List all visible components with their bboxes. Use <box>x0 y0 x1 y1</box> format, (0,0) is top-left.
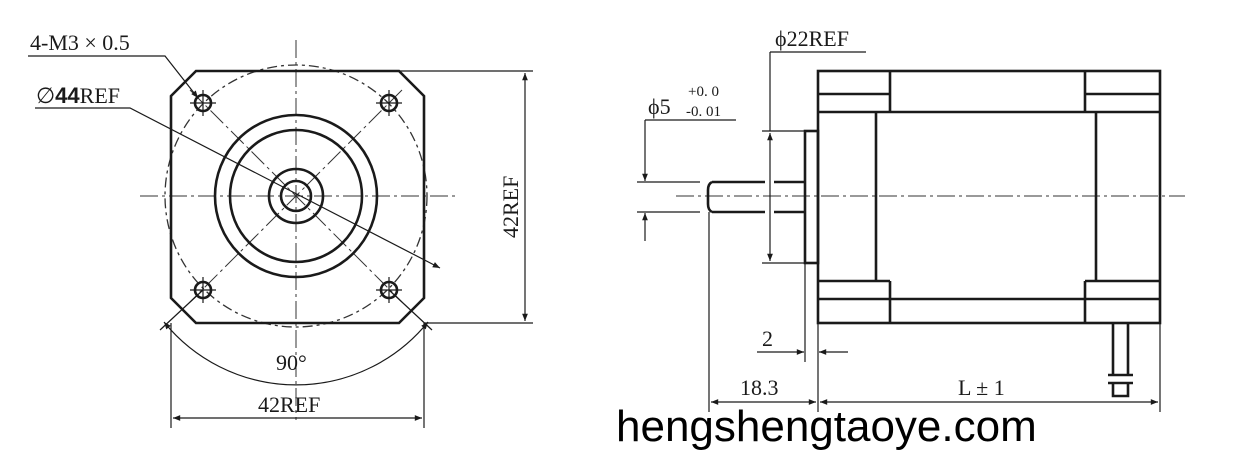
shaft-length-label: 18.3 <box>740 375 779 400</box>
bolt-circle-label: ∅44REF <box>36 83 120 108</box>
side-view: ϕ22REF ϕ5 +0. 0 -0. 01 2 18.3 L ± 1 <box>637 26 1185 412</box>
stator-lines <box>874 112 1098 281</box>
pilot-flange <box>803 129 820 265</box>
angle-arc <box>163 321 429 386</box>
width-label: 42REF <box>258 392 320 417</box>
watermark: hengshengtaoye.com <box>616 402 1037 451</box>
height-label: 42REF <box>498 176 523 238</box>
shaft-diameter-label: ϕ5 <box>648 94 671 119</box>
flange-diameter-label: ϕ22REF <box>775 26 849 51</box>
front-view: 4-M3 × 0.5 ∅44REF 42REF 42REF 90° <box>28 30 533 428</box>
thread-label: 4-M3 × 0.5 <box>30 30 130 55</box>
body-length-label: L ± 1 <box>958 375 1005 400</box>
pilot-boss-inner <box>228 128 364 264</box>
shaft <box>706 180 805 214</box>
front-end-cap <box>818 71 1160 114</box>
shaft-tolerance-lower: -0. 01 <box>686 104 721 120</box>
thread-leader <box>28 55 199 99</box>
cable-connector <box>1108 323 1133 398</box>
motor-body <box>816 69 1162 325</box>
diagonal-centerline <box>189 89 403 303</box>
flange-thickness-label: 2 <box>762 326 773 351</box>
shaft-circle <box>279 179 313 213</box>
shaft-tolerance-upper: +0. 0 <box>688 84 719 100</box>
bolt-circle-leader <box>35 107 441 269</box>
rear-end-cap <box>818 279 1160 323</box>
angle-label: 90° <box>276 350 307 375</box>
pilot-boss-outer <box>213 113 379 279</box>
hub-circle <box>267 167 325 225</box>
